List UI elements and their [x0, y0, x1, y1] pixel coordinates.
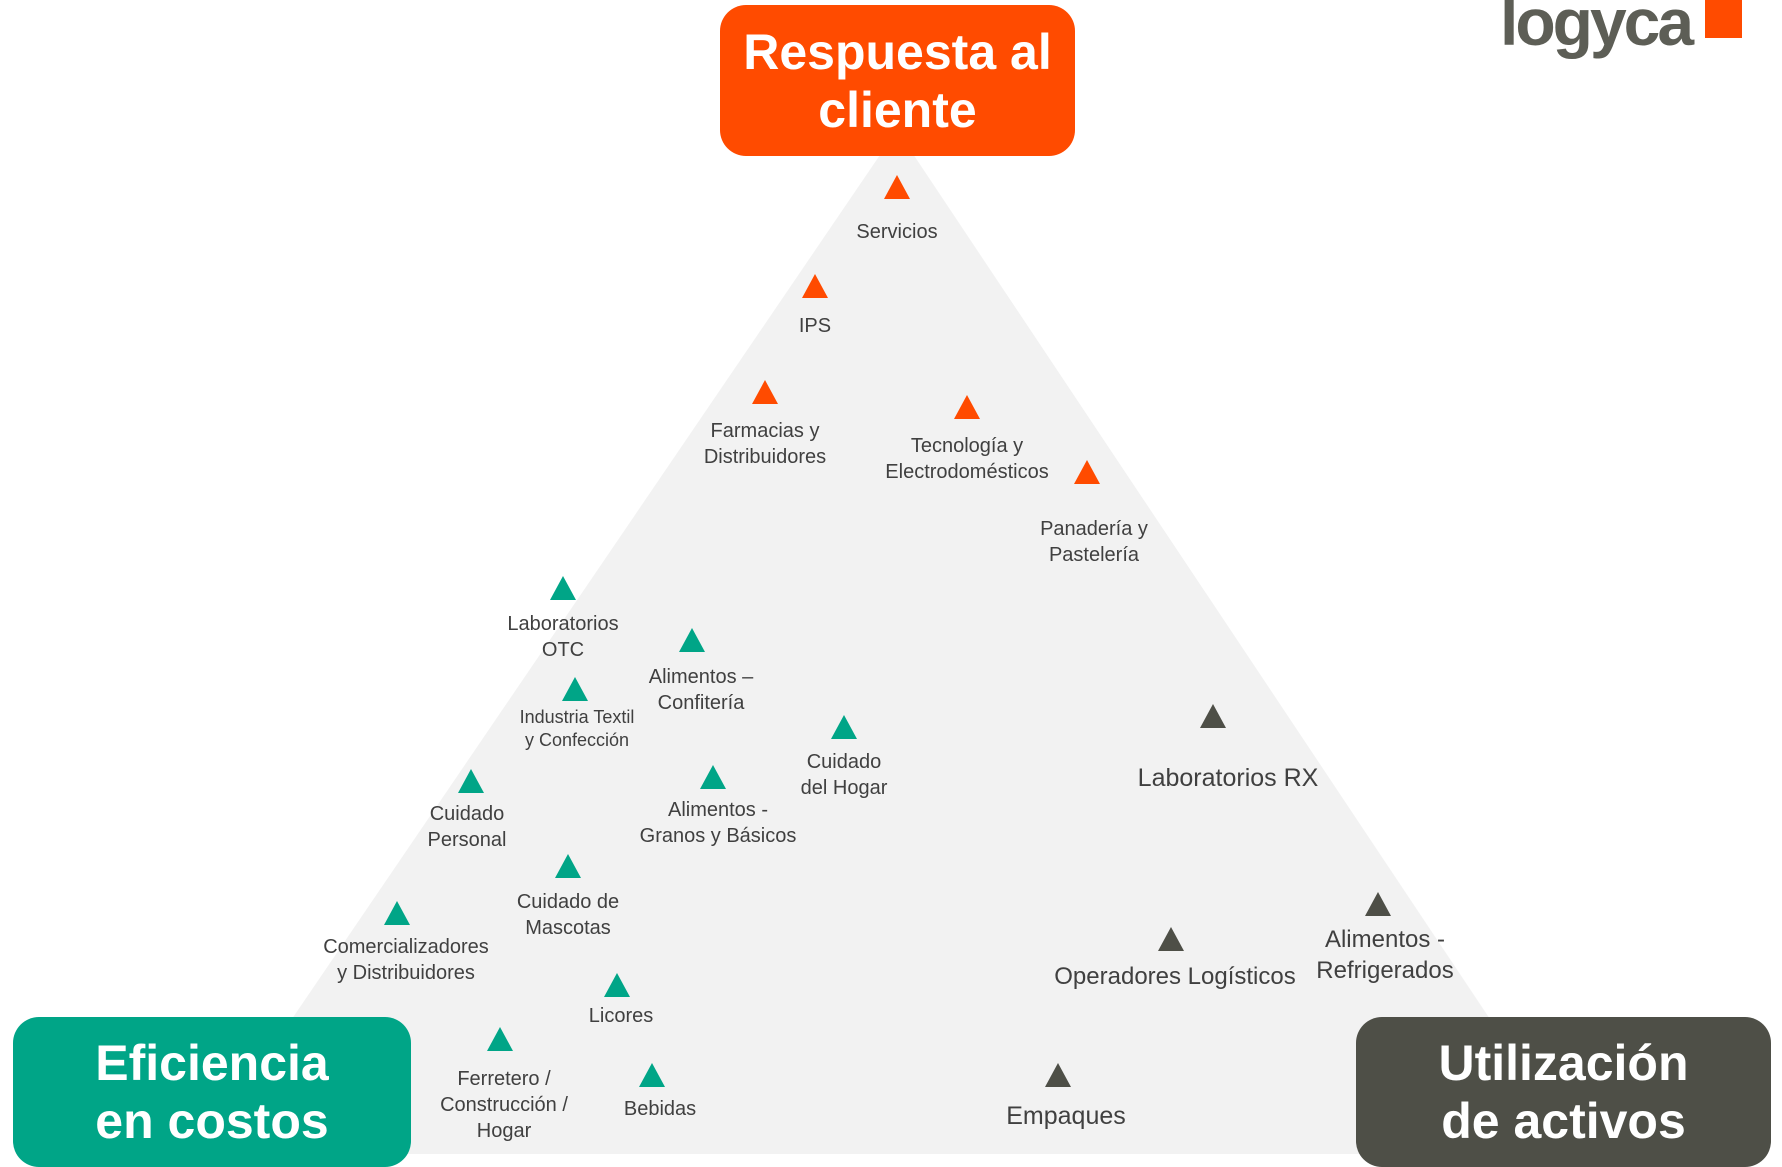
- marker-triangle-icon: [1158, 927, 1184, 951]
- item-label: Alimentos – Confitería: [648, 666, 754, 714]
- marker-triangle-icon: [700, 765, 726, 789]
- logyca-logo: logyca: [1500, 0, 1770, 59]
- marker-triangle-icon: [458, 769, 484, 793]
- item-label: Alimentos - Refrigerados: [1316, 926, 1454, 985]
- marker-triangle-icon: [384, 901, 410, 925]
- marker-triangle-icon: [550, 576, 576, 600]
- item-label: Cuidado de Mascotas: [516, 891, 620, 939]
- marker-triangle-icon: [954, 395, 980, 419]
- marker-triangle-icon: [1365, 892, 1391, 916]
- marker-triangle-icon: [802, 274, 828, 298]
- logo-square-icon: [1705, 0, 1742, 38]
- item-label: Servicios: [856, 221, 938, 243]
- corner-respuesta-al-cliente: Respuesta al cliente: [720, 5, 1075, 156]
- item-label: Panadería y Pastelería: [1040, 518, 1148, 566]
- marker-triangle-icon: [752, 380, 778, 404]
- item-label: Operadores Logísticos: [1054, 963, 1296, 990]
- marker-triangle-icon: [555, 854, 581, 878]
- item-label: Laboratorios RX: [1137, 764, 1319, 792]
- marker-triangle-icon: [679, 628, 705, 652]
- marker-triangle-icon: [604, 973, 630, 997]
- marker-triangle-icon: [831, 715, 857, 739]
- item-label: IPS: [798, 315, 832, 337]
- corner-utilizacion-de-activos: Utilización de activos: [1356, 1017, 1771, 1167]
- marker-triangle-icon: [1074, 460, 1100, 484]
- logo-text: logyca: [1500, 0, 1694, 59]
- item-label: Industria Textil y Confección: [519, 707, 635, 751]
- item-label: Empaques: [1006, 1102, 1126, 1130]
- item-label: Laboratorios OTC: [507, 613, 619, 661]
- item-label: Alimentos - Granos y Básicos: [639, 799, 797, 847]
- marker-triangle-icon: [1045, 1063, 1071, 1087]
- marker-triangle-icon: [562, 677, 588, 701]
- item-label: Cuidado Personal: [427, 803, 507, 851]
- item-label: Licores: [588, 1005, 654, 1027]
- marker-triangle-icon: [487, 1027, 513, 1051]
- item-label: Farmacias y Distribuidores: [703, 420, 827, 468]
- item-label: Tecnología y Electrodomésticos: [885, 435, 1049, 483]
- marker-triangle-icon: [639, 1063, 665, 1087]
- item-label: Comercializadores y Distribuidores: [323, 936, 489, 984]
- triangle-area: [200, 130, 1580, 1154]
- item-label: Ferretero / Construcción / Hogar: [440, 1068, 568, 1142]
- marker-triangle-icon: [884, 175, 910, 199]
- marker-triangle-icon: [1200, 704, 1226, 728]
- item-label: Cuidado del Hogar: [800, 751, 888, 799]
- corner-eficiencia-en-costos: Eficiencia en costos: [13, 1017, 411, 1167]
- item-label: Bebidas: [623, 1098, 697, 1120]
